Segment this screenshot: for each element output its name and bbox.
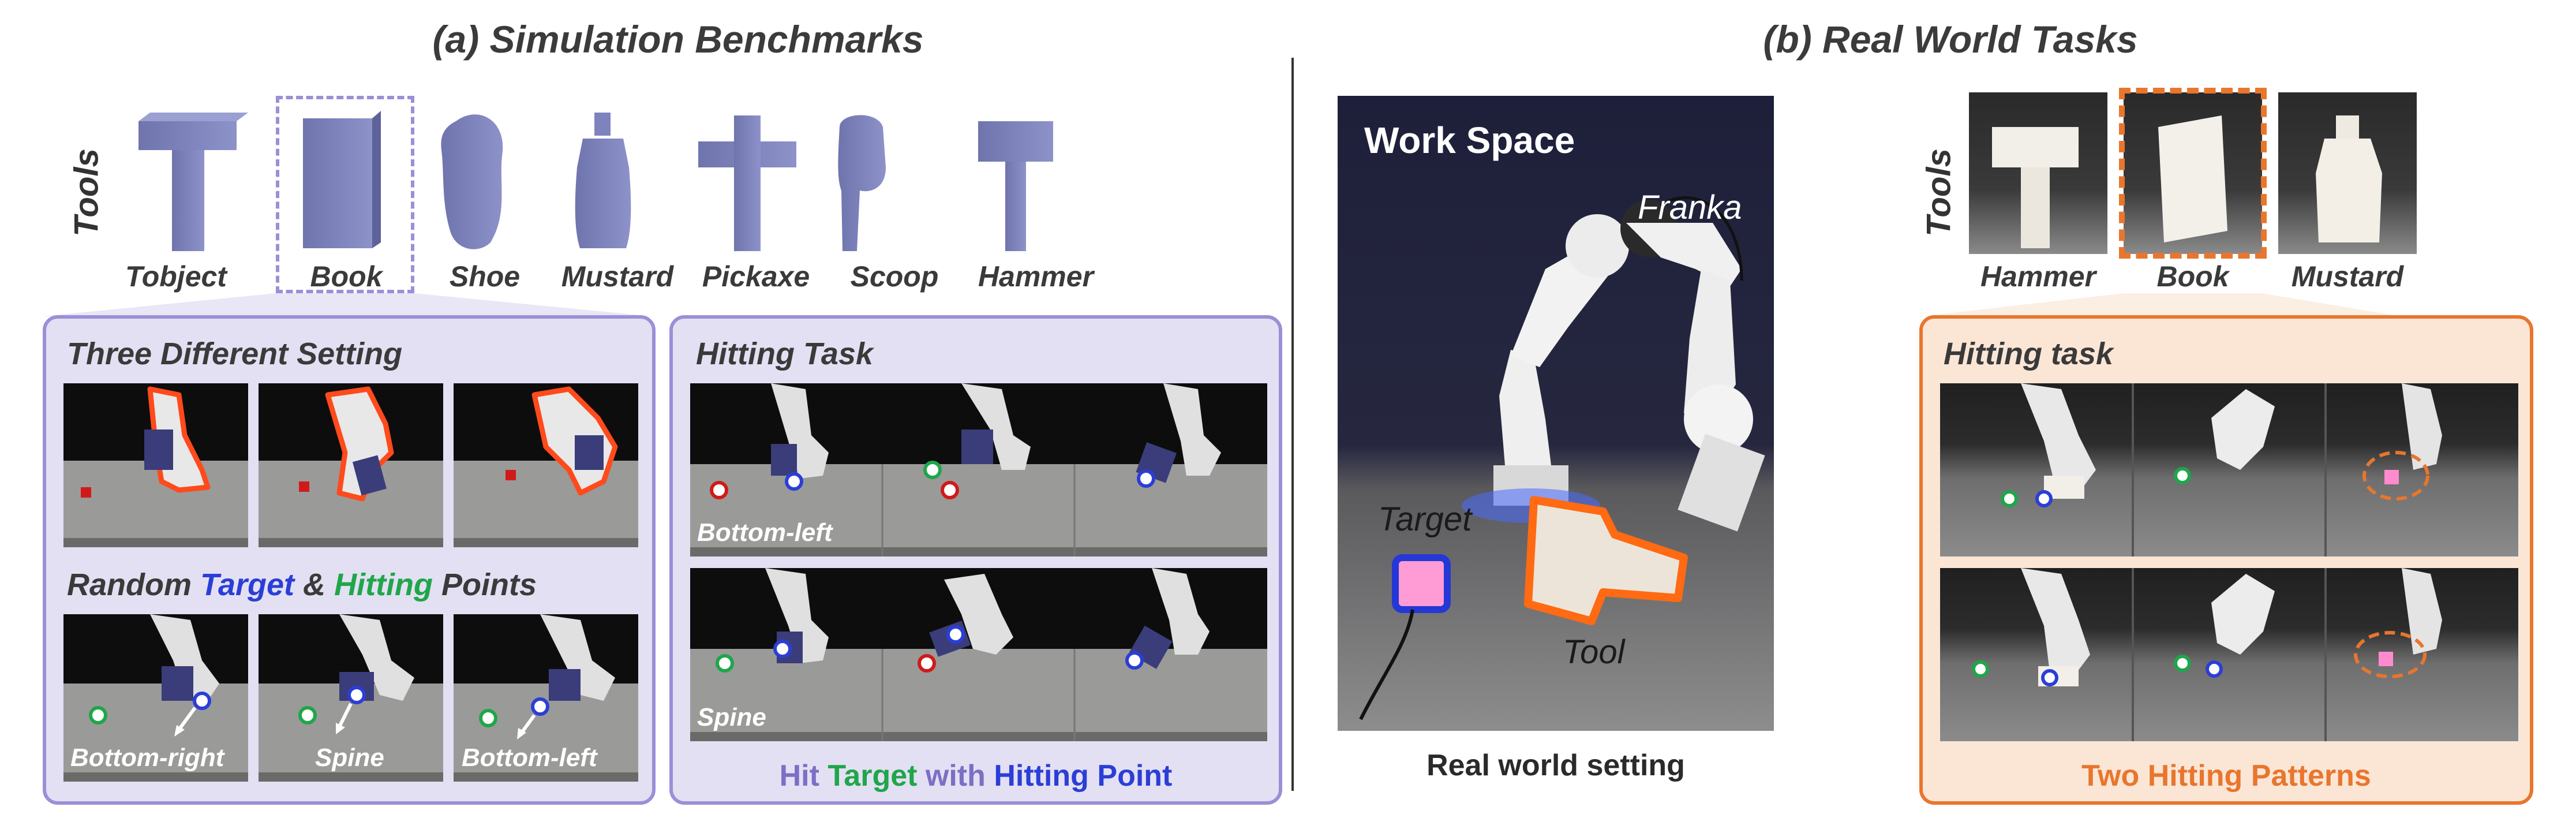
target-label: Target	[1378, 500, 1472, 538]
section-divider	[1291, 58, 1294, 791]
sim-section-title: (a) Simulation Benchmarks	[432, 18, 924, 61]
real-tools-label: Tools	[1920, 148, 1958, 237]
real-tool-label-mustard: Mustard	[2291, 260, 2404, 293]
setting-scene-3	[454, 383, 638, 547]
mustard-icon	[575, 113, 631, 248]
real-hitting-caption: Two Hitting Patterns	[2081, 759, 2371, 793]
real-book-highlight-box	[2119, 88, 2267, 259]
random-label-bottom-right: Bottom-right	[70, 744, 224, 772]
random-label-spine: Spine	[315, 744, 384, 772]
settings-panel-title: Three Different Setting	[67, 337, 403, 371]
hitting-label-spine: Spine	[697, 703, 766, 731]
tool-label-hammer: Hammer	[978, 260, 1094, 293]
workspace-photo: Work Space Franka Target Tool	[1338, 96, 1774, 731]
real-section-title: (b) Real World Tasks	[1763, 18, 2138, 61]
scoop-icon	[838, 115, 886, 251]
random-points-title: Random Target & Hitting Points	[67, 567, 537, 602]
real-tool-mustard-photo	[2278, 92, 2417, 254]
book-icon	[303, 111, 381, 248]
real-tool-hammer-photo	[1969, 92, 2107, 254]
sim-tools-row	[138, 111, 1053, 251]
tool-label-tobject: Tobject	[125, 260, 227, 293]
pickaxe-icon	[698, 115, 796, 251]
tobject-icon	[138, 113, 248, 251]
shoe-icon	[441, 114, 503, 249]
hitting-task-panel: Hitting Task Bottom-left	[669, 315, 1282, 805]
real-hitting-row-2	[1940, 568, 2518, 741]
setting-scene-2	[259, 383, 443, 547]
hitting-task-caption: Hit Target with Hitting Point	[779, 759, 1173, 793]
tool-label-shoe: Shoe	[449, 260, 521, 293]
tool-label-scoop: Scoop	[850, 260, 939, 293]
tool-label: Tool	[1563, 633, 1625, 671]
random-scene-3: Bottom-left	[454, 614, 638, 782]
real-tool-label-book: Book	[2156, 260, 2229, 293]
real-setting-caption: Real world setting	[1426, 749, 1685, 782]
workspace-title: Work Space	[1364, 119, 1575, 161]
real-hitting-row-1	[1940, 383, 2518, 556]
franka-label: Franka	[1638, 189, 1742, 226]
setting-scene-1	[63, 383, 248, 547]
real-tool-book-photo	[2124, 92, 2262, 254]
hitting-row-2: Spine	[690, 568, 1267, 741]
real-tool-label-hammer: Hammer	[1980, 260, 2096, 293]
tool-label-pickaxe: Pickaxe	[702, 260, 810, 293]
real-hitting-title: Hitting task	[1944, 337, 2114, 371]
tool-label-mustard: Mustard	[561, 260, 674, 293]
settings-panel: Three Different Setting Random Target & …	[43, 315, 656, 805]
real-hitting-panel: Hitting task	[1919, 315, 2533, 805]
hitting-label-bottom-left: Bottom-left	[697, 518, 833, 547]
random-scene-2: Spine	[259, 614, 443, 782]
book-zoom-fan	[43, 293, 652, 316]
random-label-bottom-left: Bottom-left	[462, 744, 597, 772]
hitting-task-title: Hitting Task	[696, 337, 874, 371]
random-scene-1: Bottom-right	[63, 614, 248, 782]
hitting-row-1: Bottom-left	[690, 383, 1267, 556]
real-book-zoom-fan	[1922, 293, 2401, 316]
hammer-icon	[978, 121, 1053, 251]
book-highlight-box	[276, 96, 414, 293]
tool-label-book: Book	[310, 260, 383, 293]
